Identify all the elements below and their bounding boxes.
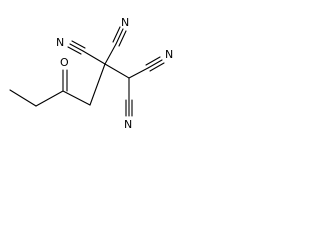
nitrile-n-right-label: N: [165, 48, 173, 61]
bonds: [9, 26, 165, 117]
nitrile-top-triple-b: [112, 26, 121, 43]
nitrile-right-triple-b: [145, 56, 161, 66]
atom-labels: O N N N N: [56, 16, 173, 131]
nitrile-left-triple-a: [69, 43, 84, 52]
bond-carbonyl-ch2: [62, 90, 91, 106]
nitrile-top-triple-a: [115, 28, 124, 45]
bond-ch2-carbonyl: [35, 90, 64, 107]
nitrile-right-triple-a: [147, 59, 163, 69]
nitrile-n-left-label: N: [56, 36, 64, 49]
chemical-structure-diagram: O N N N N: [9, 16, 173, 131]
nitrile-n-top-label: N: [121, 16, 129, 29]
nitrile-left-triple-b: [71, 40, 86, 49]
nitrile-left-triple-c: [67, 46, 82, 55]
nitrile-n-bottom-label: N: [124, 118, 132, 131]
bond-quaternary-cn-top: [104, 43, 117, 65]
nitrile-top-triple-c: [118, 30, 127, 47]
bond-ch3-ch2: [9, 89, 37, 107]
bond-ch-cn-right: [128, 67, 149, 79]
oxygen-label: O: [60, 56, 69, 69]
nitrile-right-triple-c: [149, 62, 165, 72]
bond-quaternary-ch: [104, 63, 130, 79]
bond-ch2-quaternary: [89, 63, 106, 106]
bond-quaternary-cn-left: [82, 50, 106, 65]
